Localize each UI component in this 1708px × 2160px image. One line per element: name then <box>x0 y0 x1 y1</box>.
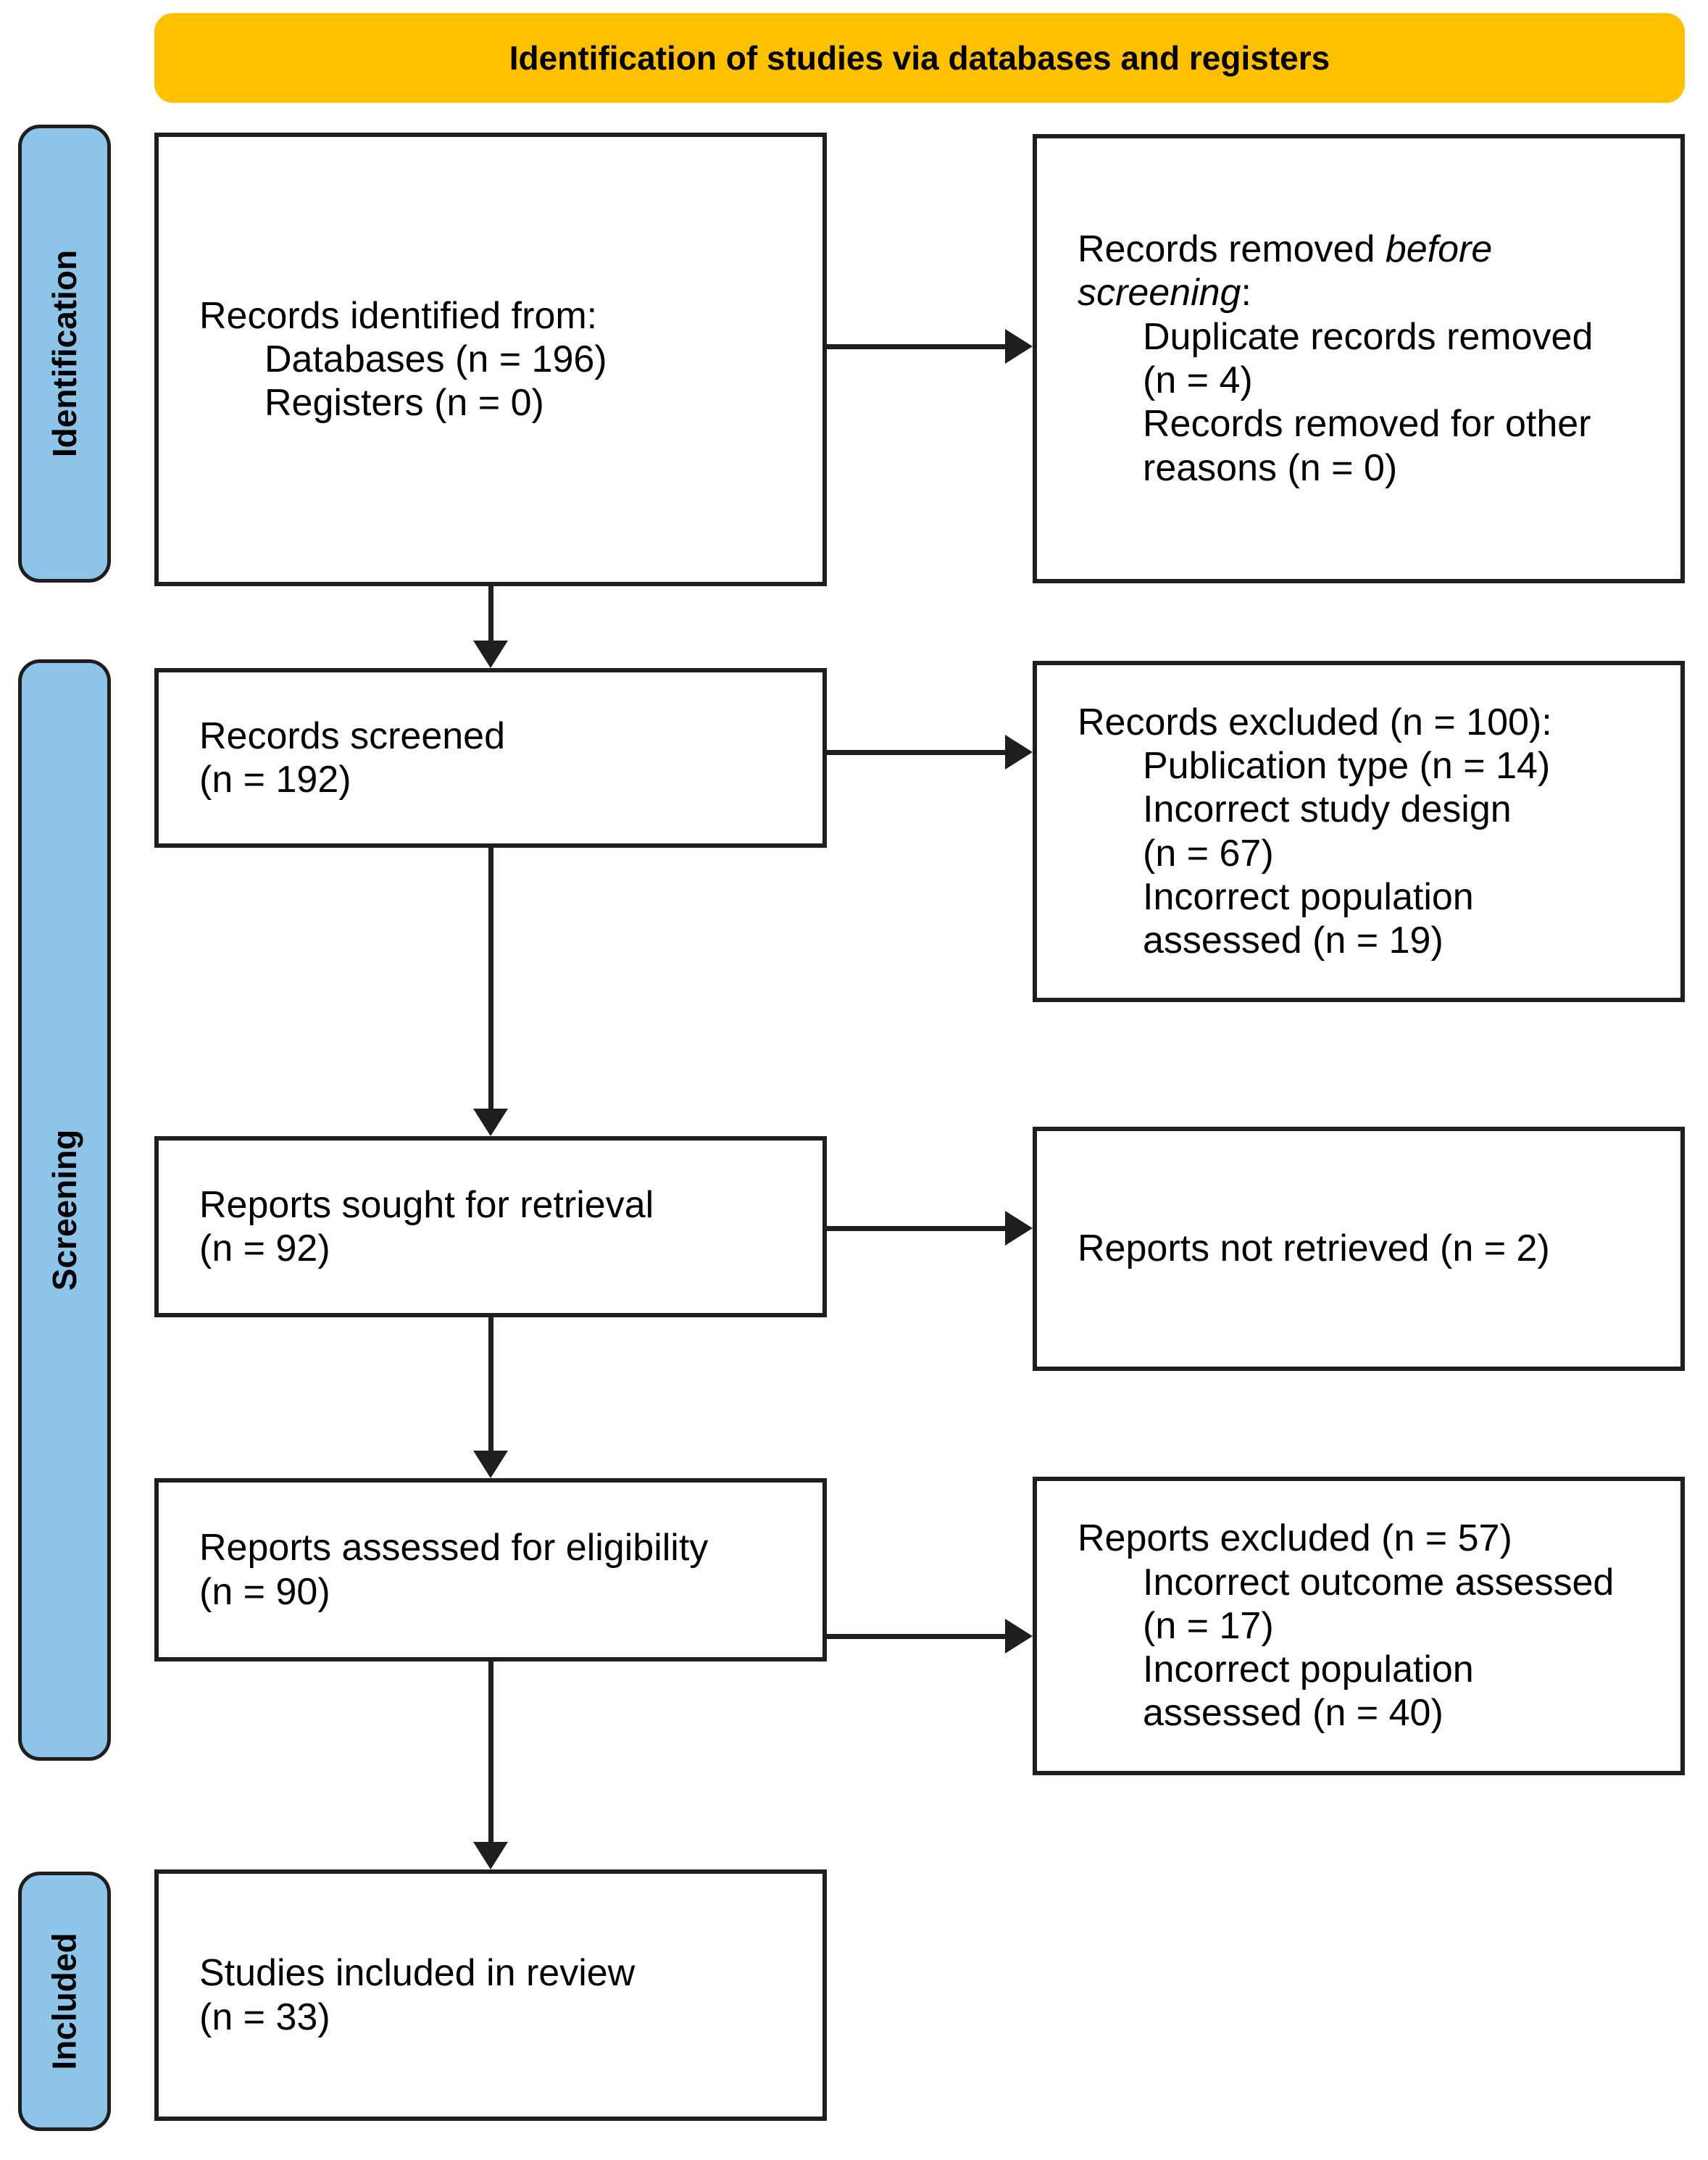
box-text-line: Publication type (n = 14) <box>1143 744 1551 787</box>
arrow-head <box>1005 1619 1033 1654</box>
box-records-excluded: Records excluded (n = 100): Publication … <box>1033 661 1685 1002</box>
box-text-line: (n = 4) <box>1143 359 1253 401</box>
box-text-line: Incorrect population <box>1143 875 1474 918</box>
box-text-line: (n = 90) <box>199 1570 330 1613</box>
box-text-line: Databases (n = 196) <box>264 338 607 380</box>
box-text-line: Incorrect study design <box>1143 788 1512 831</box>
box-text-line: assessed (n = 40) <box>1143 1692 1444 1735</box>
stage-label-identification-text: Identification <box>46 249 84 458</box>
box-records-identified: Records identified from: Databases (n = … <box>154 133 827 586</box>
box-studies-included: Studies included in review (n = 33) <box>154 1869 827 2121</box>
stage-label-included-text: Included <box>46 1932 83 2070</box>
box-text-line: Incorrect population <box>1143 1648 1474 1691</box>
arrow-line <box>827 344 1007 349</box>
arrow-line <box>488 586 493 643</box>
stage-label-identification: Identification <box>18 125 111 583</box>
arrow-line <box>827 1226 1007 1231</box>
box-text-line: (n = 67) <box>1143 832 1274 875</box>
box-text-line: (n = 33) <box>199 1996 330 2038</box>
arrow-line <box>488 1661 493 1845</box>
banner-title-text: Identification of studies via databases … <box>509 39 1330 77</box>
arrow-head <box>473 1451 508 1478</box>
arrow-head <box>1005 1211 1033 1246</box>
stage-label-included: Included <box>18 1872 111 2131</box>
arrow-line <box>488 848 493 1112</box>
box-records-removed: Records removed before screening: Duplic… <box>1033 134 1685 583</box>
box-text-line: (n = 192) <box>199 759 351 801</box>
arrow-line <box>827 750 1007 755</box>
box-text-line: Studies included in review <box>199 1952 636 1995</box>
box-reports-sought: Reports sought for retrieval (n = 92) <box>154 1136 827 1317</box>
box-text-line: Records removed for other <box>1143 403 1591 446</box>
arrow-line <box>827 1634 1007 1639</box>
stage-label-screening-text: Screening <box>46 1129 84 1291</box>
box-text-line: Duplicate records removed <box>1143 315 1594 358</box>
box-text-line: (n = 17) <box>1143 1604 1274 1647</box>
box-text-line: Reports excluded (n = 57) <box>1078 1517 1512 1560</box>
arrow-head <box>1005 735 1033 770</box>
box-reports-excluded: Reports excluded (n = 57) Incorrect outc… <box>1033 1477 1685 1775</box>
box-text-line: screening: <box>1078 272 1251 314</box>
arrow-head <box>473 1842 508 1869</box>
arrow-head <box>473 641 508 668</box>
box-text-line: Records removed before <box>1078 228 1493 271</box>
box-text-line: (n = 92) <box>199 1227 330 1269</box>
box-text-line: Records screened <box>199 714 505 757</box>
box-text-line: Records excluded (n = 100): <box>1078 701 1552 743</box>
stage-label-screening: Screening <box>18 659 111 1761</box>
banner-title: Identification of studies via databases … <box>154 13 1685 103</box>
box-reports-not-retrieved: Reports not retrieved (n = 2) <box>1033 1127 1685 1371</box>
box-text-line: Reports assessed for eligibility <box>199 1527 709 1569</box>
box-text-line: Records identified from: <box>199 294 598 337</box>
box-records-screened: Records screened (n = 192) <box>154 668 827 848</box>
box-text-line: Registers (n = 0) <box>264 382 544 425</box>
box-reports-assessed: Reports assessed for eligibility (n = 90… <box>154 1478 827 1661</box>
arrow-line <box>488 1317 493 1454</box>
arrow-head <box>1005 329 1033 364</box>
arrow-head <box>473 1109 508 1136</box>
box-text-line: assessed (n = 19) <box>1143 920 1444 962</box>
box-text-line: Incorrect outcome assessed <box>1143 1561 1615 1604</box>
box-text-line: reasons (n = 0) <box>1143 446 1398 489</box>
box-text-line: Reports not retrieved (n = 2) <box>1078 1227 1550 1270</box>
box-text-line: Reports sought for retrieval <box>199 1183 654 1226</box>
